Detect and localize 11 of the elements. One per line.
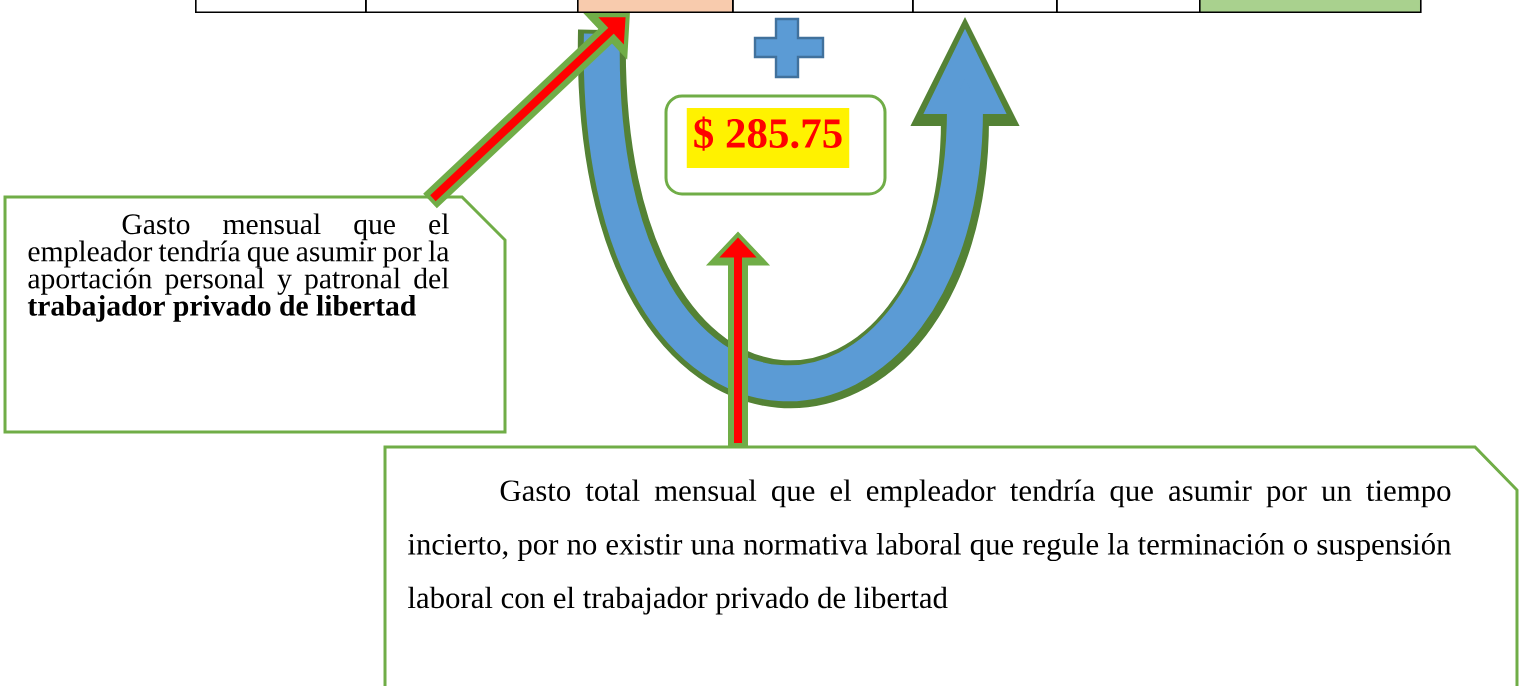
table-cell	[732, 0, 914, 13]
arrow	[423, 12, 630, 209]
table-cell	[195, 0, 367, 13]
value-box: $ 285.75	[664, 94, 887, 196]
table-cell	[365, 0, 579, 13]
callout-box: Gasto mensual que el empleador tendría que asumir por la aportación personal y patronal del trabajador privado de libertad	[3, 195, 507, 434]
table-cell	[1199, 0, 1422, 13]
table-cell	[577, 0, 734, 13]
callout-box: Gasto total mensual que el empleador tendría que asumir por un tiempo incierto, por no existir una normativa laboral que regule la terminación o suspensión laboral con el trabajador privado de libertad	[383, 445, 1519, 686]
table-cell	[1056, 0, 1201, 13]
table-cell	[912, 0, 1058, 13]
